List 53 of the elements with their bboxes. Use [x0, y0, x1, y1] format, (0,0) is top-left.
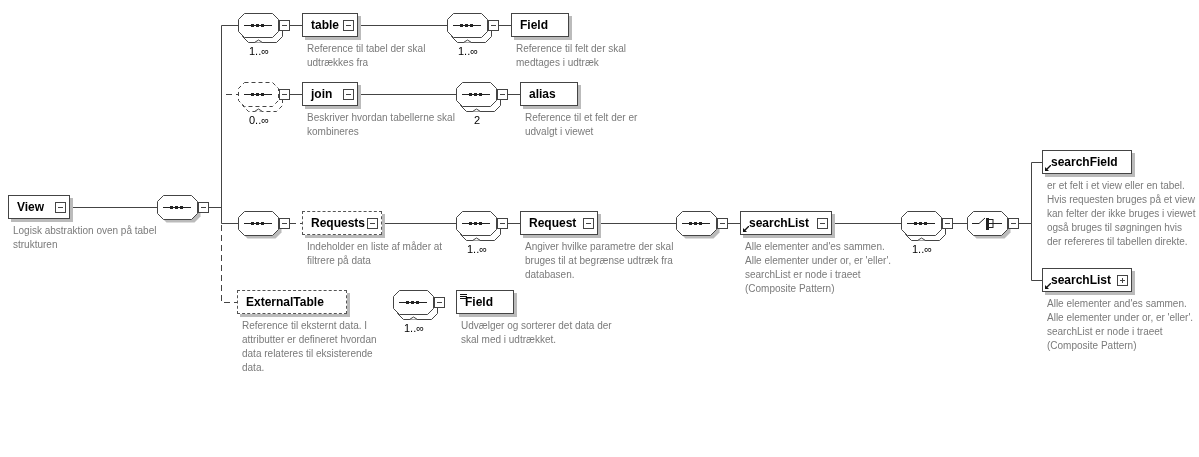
multiplicity-label: 1..∞ [247, 46, 271, 57]
element-box [1042, 150, 1132, 174]
multiplicity-label: 1..∞ [910, 244, 934, 255]
element-name: table [311, 19, 339, 31]
element-box [511, 13, 569, 37]
element-name: Request [529, 217, 577, 229]
description-text: er et felt i et view eller en tabel. Hvis requesten bruges på et view kan felter der ikke bruges i viewet også bruges til søgningen hvis der refereres til tabellen direkte. [1047, 179, 1197, 249]
connector-line [289, 94, 303, 95]
connector-line [952, 223, 968, 224]
element-box [740, 211, 832, 235]
element-box [456, 290, 514, 314]
connector-line [498, 25, 512, 26]
element-name: join [311, 88, 333, 100]
description-text: Udvælger og sorterer det data der skal med i udtrækket. [461, 319, 613, 347]
element-name: Field [465, 296, 493, 308]
element-box [8, 195, 70, 219]
connector-line [289, 223, 303, 224]
element-name: Field [520, 19, 548, 31]
element-box [302, 211, 382, 235]
connector-line [208, 207, 238, 303]
element-box [302, 13, 358, 37]
description-text: Logisk abstraktion oven på tabel strukturen [13, 224, 158, 252]
description-text: Beskriver hvordan tabellerne skal kombineres [307, 111, 456, 139]
multiplicity-label: 1..∞ [465, 244, 489, 255]
element-box [237, 290, 347, 314]
connector-line [727, 223, 741, 224]
connector-line [1018, 223, 1043, 281]
element-name: ExternalTable [246, 296, 324, 308]
element-name: alias [529, 88, 556, 100]
element-name: searchField [1051, 156, 1118, 168]
description-text: Indeholder en liste af måder at filtrere på data [307, 240, 444, 268]
description-text: Reference til et felt der er udvalgt i viewet [525, 111, 639, 139]
description-text: Alle elementer and'es sammen. Alle elementer under or, er 'eller'. searchList er node i traeet (Composite Pattern) [1047, 297, 1195, 353]
element-box [520, 211, 598, 235]
element-name: searchList [749, 217, 810, 229]
connector-line [507, 94, 521, 95]
description-text: Reference til felt der skal medtages i udtræk [516, 42, 628, 70]
element-box [520, 82, 578, 106]
multiplicity-label: 1..∞ [456, 46, 480, 57]
description-text: Angiver hvilke parametre der skal bruges til at begrænse udtræk fra databasen. [525, 240, 675, 282]
connector-line [507, 223, 521, 224]
description-text: Reference til tabel der skal udtrækkes fra [307, 42, 427, 70]
multiplicity-label: 2 [472, 115, 482, 126]
description-text: Reference til eksternt data. I attributter er defineret hvordan data relateres til eksisterende data. [242, 319, 378, 375]
element-box [1042, 268, 1132, 292]
multiplicity-label: 0..∞ [247, 115, 271, 126]
element-name: searchList [1051, 274, 1112, 286]
element-name: View [17, 201, 45, 213]
connector-line [289, 25, 303, 26]
description-text: Alle elementer and'es sammen. Alle elementer under or, er 'eller'. searchList er node i traeet (Composite Pattern) [745, 240, 893, 296]
element-name: Requests [311, 217, 366, 229]
multiplicity-label: 1..∞ [402, 323, 426, 334]
element-box [302, 82, 358, 106]
